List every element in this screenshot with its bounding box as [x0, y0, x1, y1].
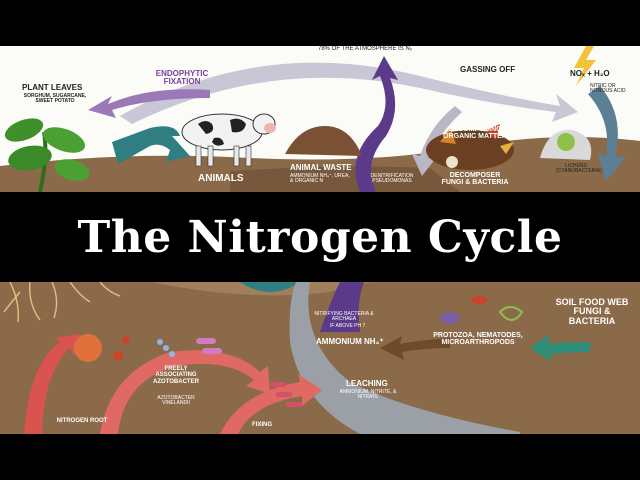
microbe-cluster — [74, 334, 302, 407]
soil-critters — [440, 296, 524, 324]
nitric-acid-arrow — [588, 86, 625, 181]
lichen-rock-illustration — [540, 129, 592, 160]
soil-dark-band — [230, 166, 460, 192]
plant-leaves-examples: SORGHUM, SUGARCANE, SWEET POTATO — [23, 93, 87, 105]
nitrifying-ph-label: IF ABOVE PH 7 — [330, 323, 366, 329]
leaching-label: LEACHING — [346, 379, 388, 388]
lightning-icon — [574, 46, 596, 86]
letterbox-bottom — [0, 434, 640, 480]
fixing-arrow — [220, 374, 322, 434]
nitrifying-arrow — [320, 282, 364, 332]
cow-illustration — [181, 113, 276, 167]
nitric-acid-label: NITRIC OR NITROUS ACID — [590, 83, 626, 95]
letterbox-top — [0, 0, 640, 46]
protozoa-label: PROTOZOA, NEMATODES, MICROARTHROPODS — [433, 332, 523, 347]
food-web-arrow — [530, 334, 590, 362]
leaching-arrow — [289, 282, 520, 434]
diagram-top-art — [0, 46, 640, 192]
atmosphere-arrow — [120, 62, 578, 124]
diagram-bottom-art — [0, 282, 640, 434]
animal-waste-label: ANIMAL WASTE — [290, 163, 352, 172]
plant-leaves-illustration — [4, 118, 90, 192]
denitrification-arrow — [355, 56, 398, 192]
fixing-label: FIXING — [252, 422, 273, 428]
title-band: The Nitrogen Cycle — [0, 192, 640, 282]
azotobacter-species-label: AZOTOBACTER VINELANDII — [157, 395, 195, 407]
plant-leaves-label: PLANT LEAVES — [22, 83, 83, 92]
animal-waste-mound — [285, 126, 362, 156]
animal-waste-detail: AMMONIUM NH₄⁺, UREA, & ORGANIC N — [290, 173, 350, 185]
leaching-detail: AMMONIUM, NITRITE, & NITRATE — [339, 389, 397, 401]
decomposing-matter-illustration — [426, 124, 514, 170]
nitrogen-root-label: NITROGEN ROOT — [56, 418, 108, 424]
root-fixing-arrow — [24, 334, 80, 434]
decomposer-fungi-bacteria-label: DECOMPOSER FUNGI & BACTERIA — [441, 172, 509, 187]
atmosphere-note: 78% OF THE ATMOSPHERE IS N₂ — [318, 46, 413, 52]
gassing-off-label: GASSING OFF — [460, 65, 516, 74]
animals-label: ANIMALS — [198, 173, 244, 184]
denitrification-label: DENITRIFICATION PSEUDOMONAS — [370, 173, 414, 185]
endophytic-fixation-label: ENDOPHYTIC FIXATION — [155, 69, 209, 87]
freely-associating-label: FREELY ASSOCIATING AZOTOBACTER — [153, 366, 199, 385]
video-title: The Nitrogen Cycle — [77, 211, 563, 263]
endophytic-arrow — [88, 89, 210, 118]
protozoa-to-ammonium-arrow — [380, 336, 450, 360]
teal-arrow — [112, 126, 190, 164]
teal-water-blob — [240, 282, 300, 292]
diagram-top-crop: 78% OF THE ATMOSPHERE IS N₂ GASSING OFF … — [0, 46, 640, 192]
freely-associating-arrow — [100, 350, 270, 434]
lichens-label: LICHENS (CYANOBACTERIA) — [556, 163, 602, 175]
diagram-bottom-crop: SOIL FOOD WEB FUNGI & BACTERIA PROTOZOA,… — [0, 282, 640, 434]
soil-food-web-label: SOIL FOOD WEB FUNGI & BACTERIA — [555, 297, 629, 326]
nitrifying-label: NITRIFYING BACTERIA & ARCHAEA — [314, 311, 374, 323]
ammonium-label: AMMONIUM NH₄⁺ — [316, 337, 384, 346]
roots-illustration — [3, 282, 121, 323]
decomposing-organic-matter-label: DECOMPOSING ORGANIC MATTER — [443, 126, 507, 141]
nox-label: NOₓ + H₂O — [570, 69, 610, 78]
